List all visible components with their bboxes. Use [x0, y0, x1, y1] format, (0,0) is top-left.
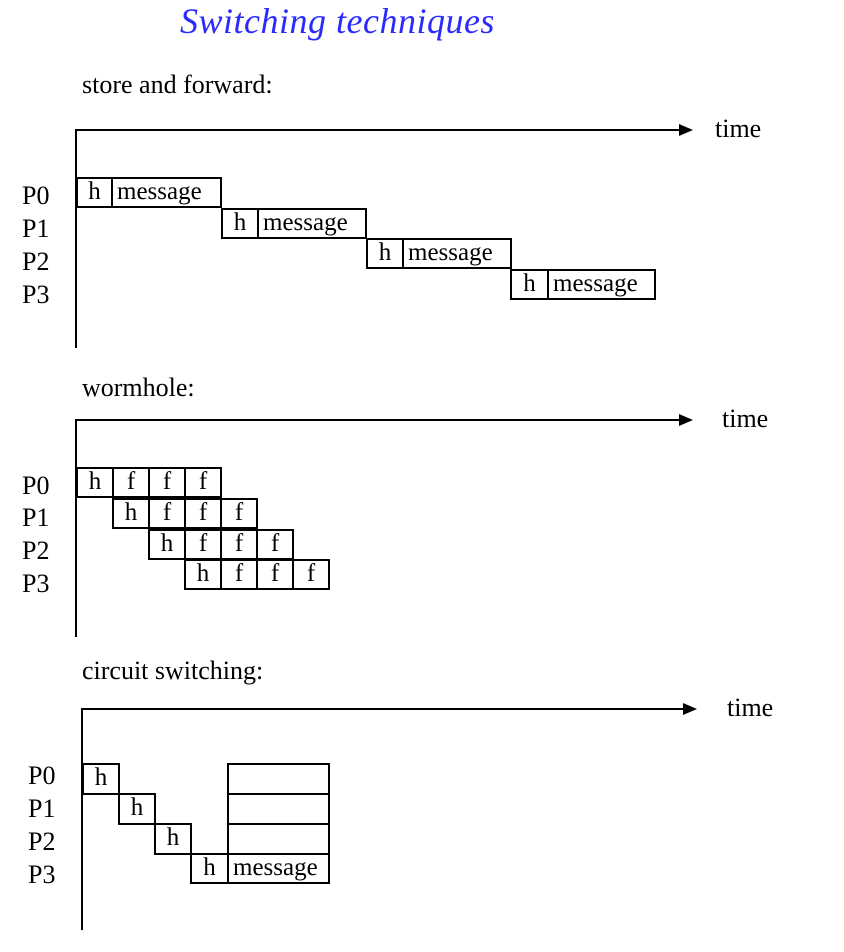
processor-axis [75, 129, 77, 348]
data-flit-cell: f [148, 467, 186, 498]
processor-label-p0: P0 [28, 761, 56, 790]
time-axis [75, 129, 681, 131]
time-axis-arrowhead [679, 414, 693, 426]
header-flit-cell: h [221, 208, 259, 239]
data-flit-cell: f [220, 498, 258, 529]
message-cell: message [111, 177, 222, 208]
circuit-slot-cell [227, 793, 330, 825]
data-flit-cell: f [256, 559, 294, 590]
processor-label-p3: P3 [22, 280, 50, 309]
processor-axis [81, 708, 83, 930]
header-flit-cell: h [190, 853, 229, 884]
circuit-slot-cell [227, 823, 330, 855]
header-flit-cell: h [154, 823, 192, 855]
data-flit-cell: f [256, 529, 294, 560]
time-axis-label: time [715, 114, 762, 143]
wormhole-diagram: wormhole: time P0 P1 P2 P3 h f f f h f f… [22, 373, 769, 637]
time-axis-label: time [722, 404, 769, 433]
processor-label-p1: P1 [22, 503, 50, 532]
section-label-circuit-switching: circuit switching: [82, 656, 264, 685]
processor-axis [75, 419, 77, 637]
header-flit-cell: h [76, 177, 113, 208]
header-flit-cell: h [82, 763, 120, 795]
data-flit-cell: f [220, 559, 258, 590]
circuit-slot-cell [227, 763, 330, 795]
header-flit-cell: h [184, 559, 222, 590]
section-label-store-and-forward: store and forward: [82, 70, 273, 99]
page-title: Switching techniques [180, 1, 495, 41]
time-axis [81, 708, 685, 710]
processor-label-p3: P3 [22, 569, 50, 598]
time-axis-label: time [727, 693, 774, 722]
section-label-wormhole: wormhole: [82, 373, 195, 402]
processor-label-p2: P2 [28, 827, 56, 856]
store-and-forward-diagram: store and forward: time P0 P1 P2 P3 h me… [0, 0, 844, 360]
processor-label-p1: P1 [28, 794, 56, 823]
processor-label-p0: P0 [22, 471, 50, 500]
processor-label-p3: P3 [28, 860, 56, 889]
processor-label-p2: P2 [22, 247, 50, 276]
data-flit-cell: f [184, 467, 222, 498]
message-cell: message [402, 238, 512, 269]
time-axis [75, 419, 681, 421]
time-axis-arrowhead [679, 124, 693, 136]
processor-label-p0: P0 [22, 181, 50, 210]
processor-label-p2: P2 [22, 536, 50, 565]
data-flit-cell: f [292, 559, 330, 590]
message-cell: message [547, 269, 656, 300]
processor-label-p1: P1 [22, 214, 50, 243]
header-flit-cell: h [112, 498, 150, 529]
header-flit-cell: h [510, 269, 549, 300]
message-cell: message [257, 208, 367, 239]
header-flit-cell: h [118, 793, 156, 825]
message-cell: message [227, 853, 330, 884]
data-flit-cell: f [184, 498, 222, 529]
time-axis-arrowhead [683, 703, 697, 715]
